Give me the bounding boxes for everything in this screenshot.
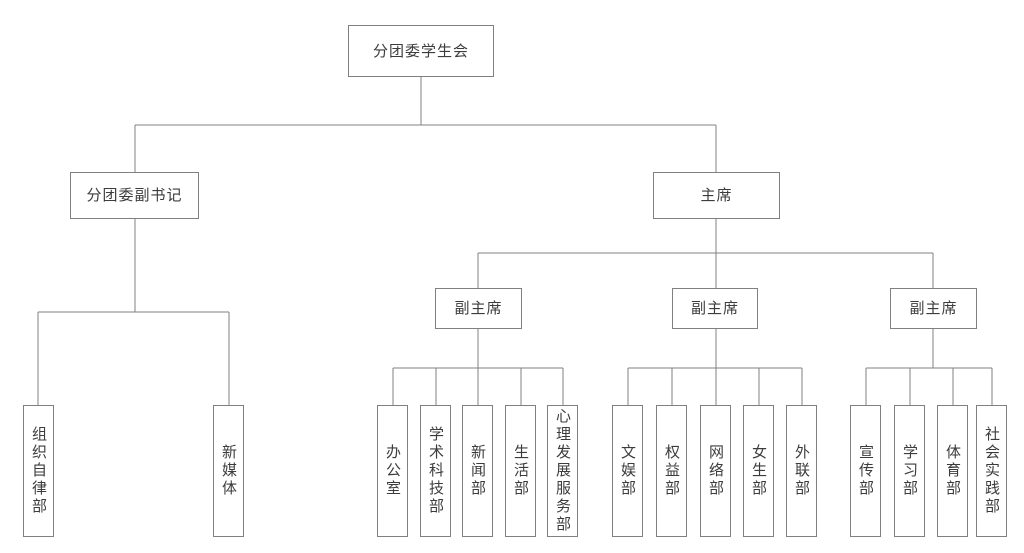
org-node-dept-culture-entertainment: 文娱部 [612, 405, 643, 537]
org-node-vice-chairman-3: 副主席 [890, 288, 977, 329]
org-node-dept-social-practice: 社会实践部 [976, 405, 1007, 537]
org-node-root: 分团委学生会 [348, 25, 494, 77]
org-node-dept-study: 学习部 [894, 405, 925, 537]
org-node-dept-network: 网络部 [700, 405, 731, 537]
org-node-vice-chairman-1: 副主席 [435, 288, 522, 329]
org-node-dept-psychological-development-service: 心理发展服务部 [547, 405, 578, 537]
org-node-dept-outreach: 外联部 [786, 405, 817, 537]
org-node-vice-secretary: 分团委副书记 [70, 172, 199, 219]
org-node-dept-life: 生活部 [505, 405, 536, 537]
org-node-dept-rights: 权益部 [656, 405, 687, 537]
connector-path [37, 77, 993, 405]
org-node-vice-chairman-2: 副主席 [672, 288, 758, 329]
org-node-dept-news: 新闻部 [462, 405, 493, 537]
org-node-chairman: 主席 [653, 172, 780, 219]
org-node-dept-office: 办公室 [377, 405, 408, 537]
org-node-dept-new-media: 新媒体 [213, 405, 244, 537]
org-node-dept-girls: 女生部 [743, 405, 774, 537]
org-node-dept-organization-discipline: 组织自律部 [23, 405, 54, 537]
org-node-dept-publicity: 宣传部 [850, 405, 881, 537]
org-node-dept-sports: 体育部 [937, 405, 968, 537]
org-node-dept-academic-science-tech: 学术科技部 [420, 405, 451, 537]
